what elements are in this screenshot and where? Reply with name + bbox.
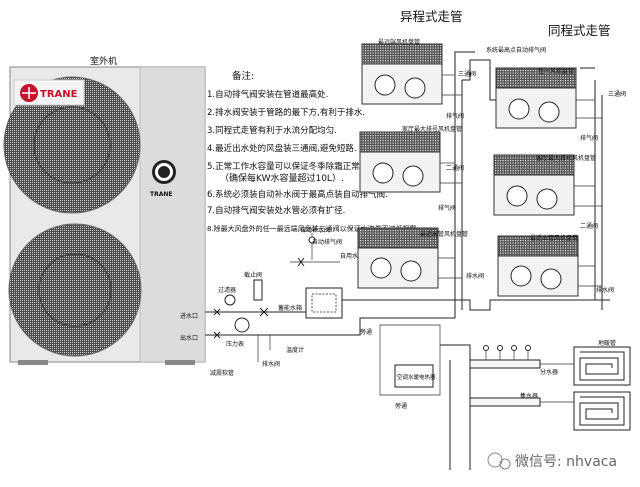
bypass-top-label: 旁通 bbox=[360, 328, 372, 336]
left-exhaust-valve-label: 排气阀 bbox=[446, 112, 464, 120]
auto-vent-label: 自动排气阀 bbox=[312, 238, 342, 246]
right-fc3-label: 最近出管风机盘管 bbox=[530, 234, 578, 242]
shutoff-valve-label: 截止阀 bbox=[244, 271, 262, 279]
note-item: 2.排水阀安装于管路的最下方,有利于排水. bbox=[207, 107, 365, 118]
left-fc3-label: 最近出管风机盘管 bbox=[420, 230, 468, 238]
fancoil-unit bbox=[495, 67, 602, 129]
right-fc2-label: 客厅最大排号风机盘管 bbox=[536, 154, 596, 162]
thermometer-label: 温度计 bbox=[286, 346, 304, 354]
lower-fan-grille bbox=[8, 223, 142, 357]
pressure-gauge-label: 压力表 bbox=[226, 340, 244, 348]
pressure-gauge-icon bbox=[224, 294, 236, 306]
bypass-bottom-label: 旁通 bbox=[395, 402, 407, 410]
fancoil-unit bbox=[497, 235, 602, 297]
pump-icon bbox=[234, 317, 250, 333]
note-item: （确保每KW水容量超过10L）. bbox=[220, 172, 344, 184]
water-out-label: 出水口 bbox=[180, 334, 198, 342]
left-fc2-label: 家厅最大排号风机盘管 bbox=[402, 125, 462, 133]
fancoil-unit bbox=[493, 154, 602, 216]
note-item: 1.自动排气阀安装在管道最高处. bbox=[207, 89, 328, 100]
watermark-text: 微信号: nhvaca bbox=[515, 454, 617, 470]
shock-pipe-label: 减震软管 bbox=[210, 369, 234, 377]
auto-water-label: 自用水 bbox=[340, 252, 358, 260]
main-piping bbox=[205, 233, 631, 470]
right-two-way-valve-label: 二通阀 bbox=[580, 222, 598, 230]
floor-heating-coil bbox=[573, 391, 631, 431]
outdoor-unit: TRANE TRANE bbox=[3, 66, 206, 365]
right-three-way-valve-label: 三通阀 bbox=[608, 90, 626, 98]
right-top-valve-label: 系统最高点自动排气阀 bbox=[486, 46, 546, 54]
fancoil-unit bbox=[357, 227, 462, 289]
floor-heating-label: 地暖管 bbox=[598, 339, 616, 347]
filter-label: 过滤器 bbox=[218, 286, 236, 294]
header-direct-return: 同程式走管 bbox=[548, 23, 611, 38]
watermark: 微信号: nhvaca bbox=[487, 452, 617, 470]
note-item: 3.同程式走管有利于水流分配均匀. bbox=[207, 125, 337, 136]
supply-manifold-label: 分水器 bbox=[540, 368, 558, 376]
return-manifold-label: 集水器 bbox=[520, 392, 538, 400]
fancoil-unit bbox=[359, 131, 462, 193]
left-drain-valve-label: 排水阀 bbox=[466, 272, 484, 280]
note-item: 8.除最大风盘外的任一最远端风盘装三通阀以保证水流量不过低报警. bbox=[207, 224, 419, 233]
water-in-label: 进水口 bbox=[180, 312, 198, 320]
left-fancoil-column bbox=[357, 43, 463, 310]
drain-valve-label: 排水阀 bbox=[262, 360, 280, 368]
trane-logo-text: TRANE bbox=[40, 89, 78, 100]
note-item: 4.最近出水处的风盘装三通阀,避免短路. bbox=[207, 143, 357, 154]
header-reverse-return: 异程式走管 bbox=[400, 9, 463, 24]
supply-manifold bbox=[469, 359, 541, 369]
right-exhaust-valve-label: 排气阀 bbox=[580, 134, 598, 142]
right-drain-valve-label: 排水阀 bbox=[596, 286, 614, 294]
air-water-heater bbox=[394, 364, 434, 388]
notes-title: 备注: bbox=[232, 70, 254, 82]
left-fc1-label: 最远端风机盘管 bbox=[378, 38, 420, 46]
notes-block: 备注: 1.自动排气阀安装在管道最高处. 2.排水阀安装于管路的最下方,有利于排… bbox=[207, 70, 419, 233]
floor-heating-coil bbox=[573, 346, 631, 386]
buffer-tank-label: 蓄能水箱 bbox=[278, 304, 302, 312]
right-fancoil-column bbox=[493, 67, 603, 310]
note-item: 5.正常工作水容量可以保证冬季除霜正常 bbox=[207, 161, 360, 172]
note-item: 7.自动排气阀安装处水管必须有扩径. bbox=[207, 205, 345, 216]
left-three-way-valve-label: 三通阀 bbox=[458, 70, 476, 78]
auto-fill-valve-label: 自动补水阀 bbox=[300, 226, 330, 234]
note-item: 6.系统必须装自动补水阀于最高点装自动排气阀. bbox=[207, 189, 388, 200]
trane-small-logo-text: TRANE bbox=[150, 191, 172, 198]
outdoor-unit-title: 室外机 bbox=[90, 55, 117, 67]
buffer-tank bbox=[305, 287, 343, 319]
left-exhaust-valve-label-b: 排气阀 bbox=[438, 204, 456, 212]
outdoor-unit-side-panel bbox=[139, 66, 206, 363]
upper-fan-grille bbox=[3, 76, 141, 214]
left-two-way-valve-label: 二通阀 bbox=[446, 164, 464, 172]
right-fc1-label: 任一风机盘管 bbox=[538, 67, 574, 75]
fancoil-unit bbox=[361, 43, 462, 105]
heater-label: 空调水暖电热器 bbox=[397, 373, 436, 381]
